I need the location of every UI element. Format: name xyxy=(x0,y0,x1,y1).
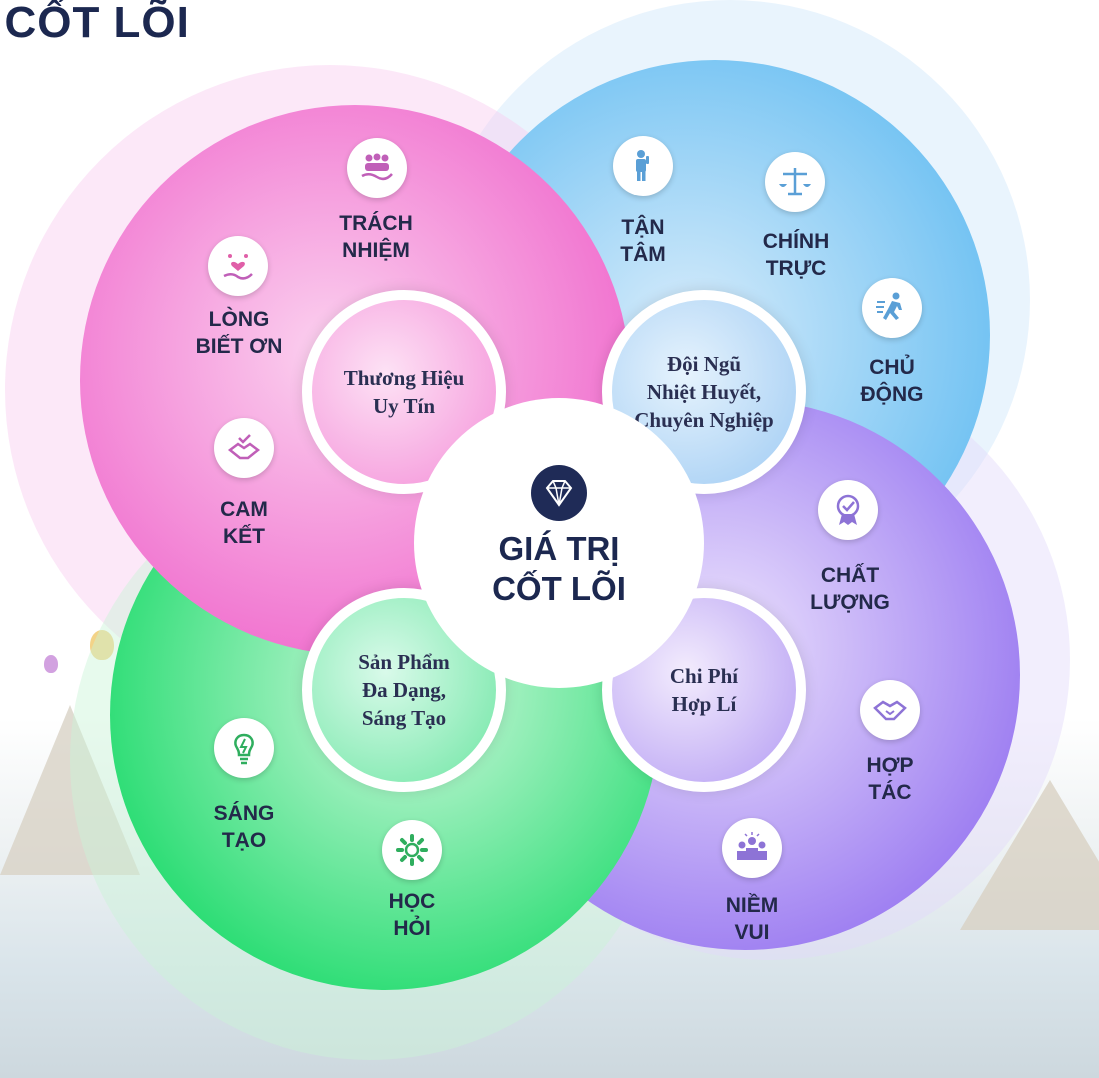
pillar-product-label: Sản Phẩm Đa Dạng, Sáng Tạo xyxy=(358,650,450,730)
value-label-long-biet-on: LÒNG BIẾT ƠN xyxy=(195,308,283,358)
quality-badge-icon xyxy=(818,480,878,540)
balloon-image xyxy=(44,655,58,673)
value-label-tan-tam: TẬN TÂM xyxy=(620,216,666,266)
scales-icon xyxy=(765,152,825,212)
pillar-product: Sản Phẩm Đa Dạng, Sáng Tạo xyxy=(302,588,506,792)
value-label-hoc-hoi: HỌC HỎI xyxy=(388,890,436,940)
value-label-chat-luong: CHẤT LƯỢNG xyxy=(810,564,890,614)
value-label-trach-nhiem: TRÁCH NHIỆM xyxy=(339,212,413,262)
core-values-center: GIÁ TRỊ CỐT LÕI xyxy=(414,398,704,688)
heart-hand-icon xyxy=(208,236,268,296)
handshake-icon xyxy=(860,680,920,740)
pillar-team: Đội Ngũ Nhiệt Huyết, Chuyên Nghiệp xyxy=(602,290,806,494)
page-title: Ị CỐT LÕI xyxy=(0,0,190,47)
people-hand-icon xyxy=(347,138,407,198)
lightbulb-icon xyxy=(214,718,274,778)
value-label-niem-vui: NIỀM VUI xyxy=(725,894,779,944)
pillar-cost: Chi Phí Hợp Lí xyxy=(602,588,806,792)
value-label-sang-tao: SÁNG TẠO xyxy=(213,802,275,852)
running-person-icon xyxy=(862,278,922,338)
value-label-cam-ket: CAM KẾT xyxy=(220,498,268,548)
person-icon xyxy=(613,136,673,196)
diamond-icon xyxy=(531,465,587,521)
handshake-check-icon xyxy=(214,418,274,478)
pillar-team-label: Đội Ngũ Nhiệt Huyết, Chuyên Nghiệp xyxy=(634,352,774,432)
value-label-chinh-truc: CHÍNH TRỰC xyxy=(762,230,830,280)
joyful-people-icon xyxy=(722,818,782,878)
pillar-cost-label: Chi Phí Hợp Lí xyxy=(669,664,739,716)
center-title: GIÁ TRỊ CỐT LÕI xyxy=(492,530,626,607)
balloon-image xyxy=(90,630,114,660)
pillar-brand-label: Thương Hiệu Uy Tín xyxy=(343,366,465,418)
value-label-hop-tac: HỢP TÁC xyxy=(866,754,914,804)
gear-icon xyxy=(382,820,442,880)
value-label-chu-dong: CHỦ ĐỘNG xyxy=(860,356,924,406)
